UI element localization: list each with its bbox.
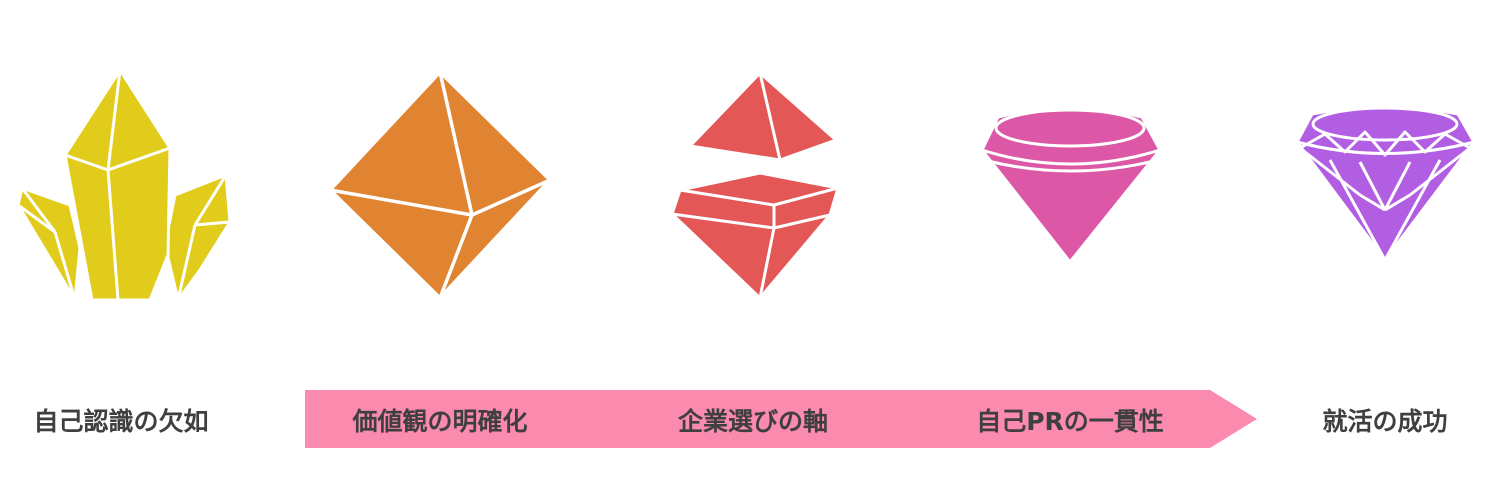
polished-gem-icon <box>980 107 1162 264</box>
stage-label-4: 自己PRの一貫性 <box>976 407 1164 436</box>
rough-crystal-cluster-icon <box>16 68 232 302</box>
stage-label-5: 就活の成功 <box>1322 407 1448 436</box>
octahedron-crystal-icon <box>328 70 552 300</box>
stage-label-1: 自己認識の欠如 <box>33 407 209 436</box>
split-gem-icon <box>670 71 840 300</box>
progress-arrow <box>305 390 1257 448</box>
stage-label-3: 企業選びの軸 <box>677 407 828 436</box>
stage-label-2: 価値観の明確化 <box>352 407 528 436</box>
brilliant-cut-diamond-icon <box>1295 105 1476 262</box>
